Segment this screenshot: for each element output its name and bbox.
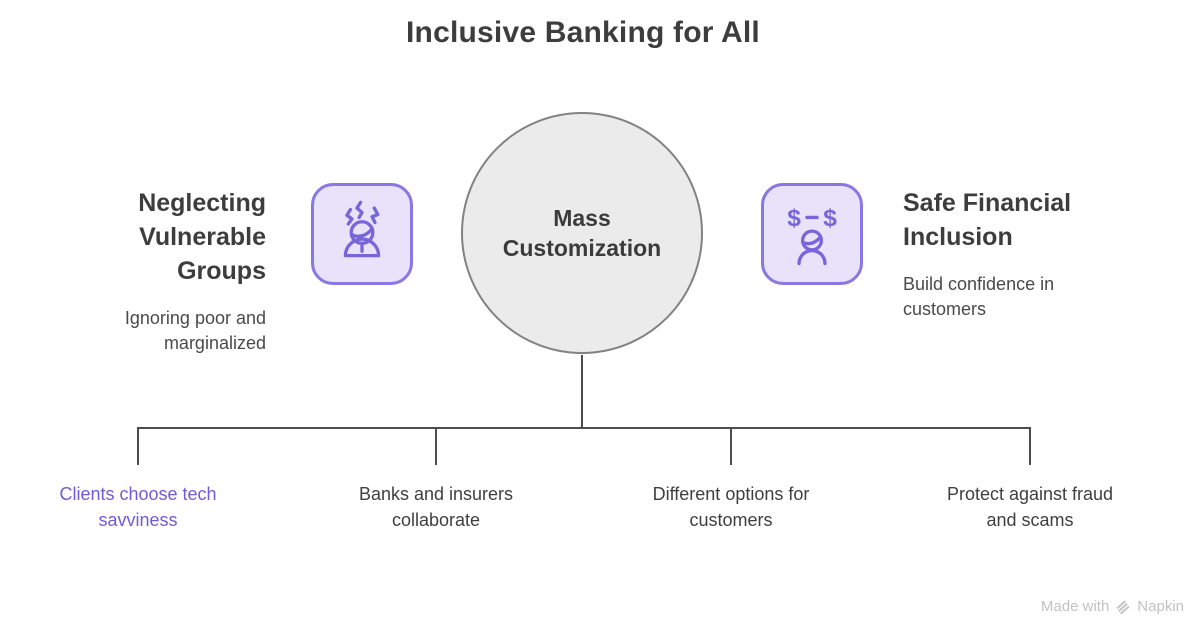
right-icon-tile: $ $ (761, 183, 863, 285)
right-item-title: Safe Financial Inclusion (903, 189, 1072, 251)
napkin-logo-icon (1115, 599, 1131, 615)
watermark-brand: Napkin (1137, 598, 1184, 615)
left-icon-tile (311, 183, 413, 285)
money-exchange-person-icon: $ $ (776, 198, 848, 270)
right-item-subtitle: Build confidence in customers (903, 274, 1055, 319)
branch-drop-line-2 (435, 427, 437, 465)
svg-text:$: $ (787, 205, 801, 232)
branch-label-different-options: Different options for customers (652, 484, 810, 530)
branch-label-banks-insurers: Banks and insurers collaborate (358, 484, 514, 530)
left-item-title: Neglecting Vulnerable Groups (138, 189, 266, 285)
branch-drop-line-1 (137, 427, 139, 465)
left-item-subtitle: Ignoring poor and marginalized (124, 308, 266, 353)
center-node-mass-customization: Mass Customization (461, 112, 703, 354)
branch-label-clients-tech: Clients choose tech savviness (59, 484, 217, 530)
stressed-person-icon (326, 198, 398, 270)
napkin-watermark-link[interactable]: Made with Napkin (1041, 598, 1184, 615)
center-node-label: Mass Customization (502, 205, 662, 261)
trunk-line (581, 355, 583, 427)
branch-horizontal-line (137, 427, 1031, 429)
page-title: Inclusive Banking for All (406, 16, 760, 49)
watermark-prefix: Made with (1040, 598, 1110, 615)
branch-label-protect-fraud: Protect against fraud and scams (946, 484, 1114, 530)
branch-drop-line-3 (730, 427, 732, 465)
branch-drop-line-4 (1029, 427, 1031, 465)
svg-text:$: $ (823, 205, 837, 232)
